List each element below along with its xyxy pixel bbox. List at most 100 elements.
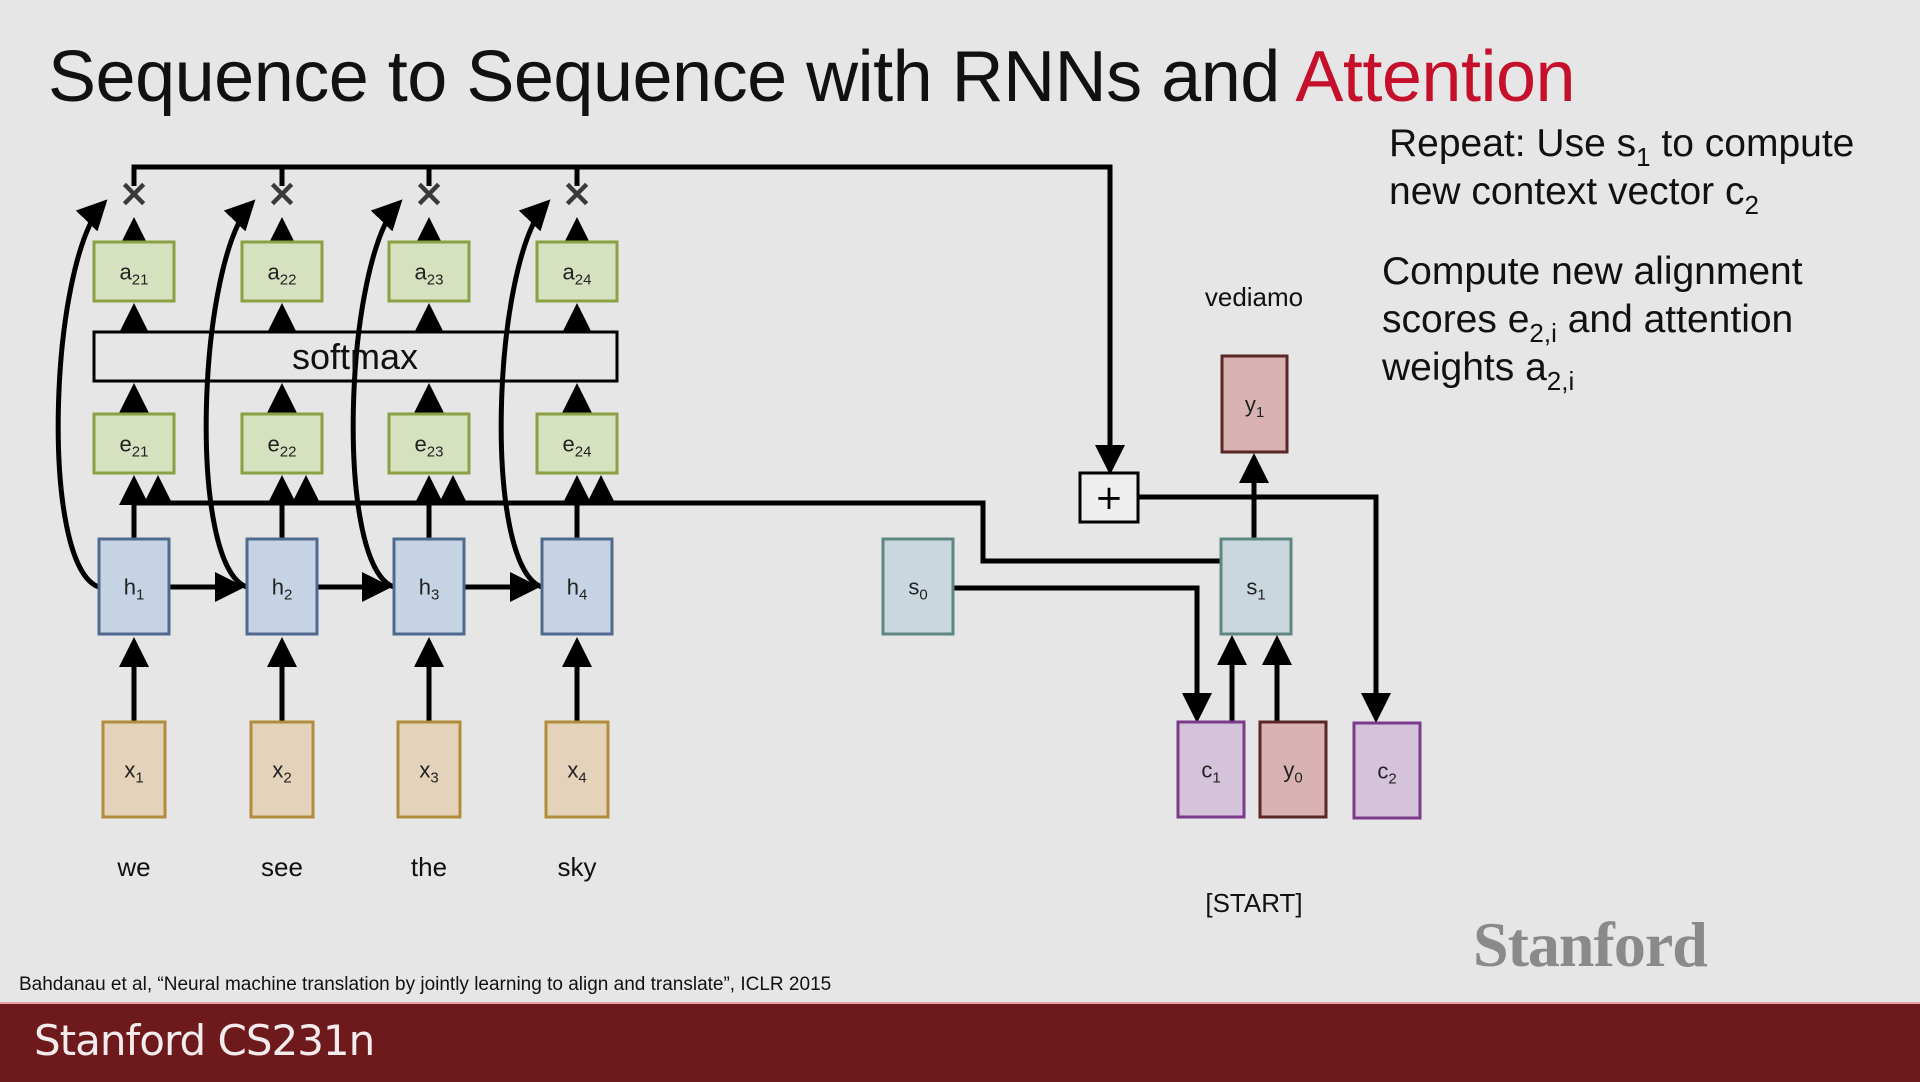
output-y1-label-sub: 1 — [1256, 404, 1264, 421]
softmax-label: softmax — [292, 336, 418, 377]
alignment-score-e24 — [535, 412, 619, 475]
plus-icon: + — [1095, 478, 1124, 518]
attention-diagram: a21e21h1x1we×a22e22h2x2see×a23e23h3x3the… — [55, 164, 1422, 918]
alignment-score-e22-label: e22 — [268, 432, 297, 461]
slide-title: Sequence to Sequence with RNNs and Atten… — [48, 36, 1576, 118]
token-y0-label: y0 — [1283, 758, 1302, 787]
attention-weight-a21-label-base: a — [120, 260, 133, 285]
diagram-nodes: a21e21h1x1we×a22e22h2x2see×a23e23h3x3the… — [92, 171, 1422, 918]
note2-line3-sub: 2,i — [1546, 366, 1575, 396]
input-word-2: see — [261, 852, 303, 882]
attention-weight-a24-label-base: a — [563, 260, 576, 285]
encoder-hidden-h2-label-base: h — [272, 575, 284, 600]
alignment-score-e21-label-sub: 21 — [132, 444, 149, 461]
multiply-icon-3: × — [413, 171, 445, 215]
input-x1-label: x1 — [124, 758, 143, 787]
note2-line2-sub: 2,i — [1529, 318, 1557, 348]
s0-to-c1-wire — [953, 585, 1212, 723]
alignment-score-e22-label-base: e — [268, 432, 280, 457]
note-compute: Compute new alignment scores e2,i and at… — [1382, 248, 1803, 394]
encoder-hidden-h4 — [540, 537, 614, 636]
footer-bar: Stanford CS231n — [0, 1002, 1920, 1082]
alignment-score-e24-label-base: e — [563, 432, 575, 457]
stanford-logo: Stanford — [1473, 909, 1708, 980]
attention-weight-a22-label: a22 — [268, 260, 297, 289]
input-x1-label-sub: 1 — [135, 770, 143, 787]
attention-weight-a24 — [535, 240, 619, 303]
decoder-state-s0-label: s0 — [908, 575, 927, 604]
note1-line1-sub: 1 — [1636, 142, 1651, 172]
input-x4-label-sub: 4 — [578, 770, 586, 787]
connection-wires — [55, 164, 1391, 723]
note2-line2-post: and attention — [1556, 298, 1794, 341]
encoder-hidden-h1 — [97, 537, 171, 636]
token-y0 — [1258, 720, 1328, 819]
input-x2 — [249, 720, 315, 819]
h-to-multiply-curve-2 — [203, 199, 256, 590]
output-word: vediamo — [1205, 282, 1303, 312]
h-to-multiply-curve-3 — [350, 199, 403, 590]
decoder-state-s1-label-sub: 1 — [1257, 587, 1265, 604]
context-c1-label-base: c — [1201, 758, 1212, 783]
attention-weight-a21-label: a21 — [120, 260, 149, 289]
attention-weight-a22 — [240, 240, 324, 303]
sum-box — [1078, 471, 1140, 524]
encoder-hidden-h1-label-sub: 1 — [136, 587, 144, 604]
decoder-state-s1-label-base: s — [1246, 575, 1257, 600]
context-c1-label-sub: 1 — [1212, 770, 1220, 787]
output-y1-label-base: y — [1245, 392, 1256, 417]
alignment-score-e21-label-base: e — [120, 432, 132, 457]
citation: Bahdanau et al, “Neural machine translat… — [19, 974, 832, 995]
decoder-state-s1-label: s1 — [1246, 575, 1265, 604]
attention-weight-a23 — [387, 240, 471, 303]
input-x2-label-base: x — [272, 758, 283, 783]
token-y0-label-base: y — [1283, 758, 1294, 783]
footer-course-name: Stanford CS231n — [34, 1016, 375, 1065]
input-x4 — [544, 720, 610, 819]
encoder-hidden-h1-label-base: h — [124, 575, 136, 600]
h-to-multiply-curve-4 — [498, 199, 551, 590]
note1-line1-pre: Repeat: Use s — [1389, 122, 1637, 165]
multiply-icon-4: × — [561, 171, 593, 215]
input-x2-label-sub: 2 — [283, 770, 291, 787]
plus-to-c2-wire — [1138, 494, 1391, 723]
input-x3 — [396, 720, 462, 819]
note-repeat: Repeat: Use s1 to compute new context ve… — [1389, 120, 1855, 218]
encoder-hidden-h4-label-base: h — [567, 575, 579, 600]
context-sum-wire — [131, 164, 1125, 475]
alignment-score-e21-label: e21 — [120, 432, 149, 461]
note2-line2-pre: scores e — [1382, 298, 1530, 341]
encoder-hidden-h1-label: h1 — [124, 575, 145, 604]
attention-weight-a21 — [92, 240, 176, 303]
title-main: Sequence to Sequence with RNNs and — [48, 37, 1296, 117]
alignment-score-e23-label: e23 — [415, 432, 444, 461]
attention-weight-a22-label-sub: 22 — [280, 272, 297, 289]
alignment-score-e24-label: e24 — [563, 432, 592, 461]
encoder-hidden-h4-label: h4 — [567, 575, 588, 604]
input-word-1: we — [116, 852, 150, 882]
context-c2-label-base: c — [1377, 759, 1388, 784]
context-c1-label: c1 — [1201, 758, 1220, 787]
context-c2-label-sub: 2 — [1388, 771, 1396, 788]
decoder-state-s0-label-sub: 0 — [919, 587, 927, 604]
encoder-hidden-h2-label-sub: 2 — [284, 587, 292, 604]
input-x3-label-sub: 3 — [430, 770, 438, 787]
start-token: [START] — [1205, 888, 1302, 918]
input-x2-label: x2 — [272, 758, 291, 787]
encoder-hidden-h3-label-sub: 3 — [431, 587, 439, 604]
attention-weight-a23-label-base: a — [415, 260, 428, 285]
decoder-state-s0-label-base: s — [908, 575, 919, 600]
encoder-hidden-h2-label: h2 — [272, 575, 293, 604]
input-x1-label-base: x — [124, 758, 135, 783]
note2-line3-pre: weights a — [1382, 346, 1547, 389]
encoder-hidden-h3 — [392, 537, 466, 636]
input-word-4: sky — [558, 852, 597, 882]
decoder-state-s1 — [1219, 537, 1293, 636]
context-c2 — [1352, 721, 1422, 820]
input-x1 — [101, 720, 167, 819]
note1-line1-post: to compute — [1650, 122, 1855, 165]
multiply-icon-1: × — [118, 171, 150, 215]
attention-weight-a24-label: a24 — [563, 260, 592, 289]
encoder-hidden-h3-label: h3 — [419, 575, 440, 604]
note2-line1: Compute new alignment — [1382, 250, 1803, 293]
